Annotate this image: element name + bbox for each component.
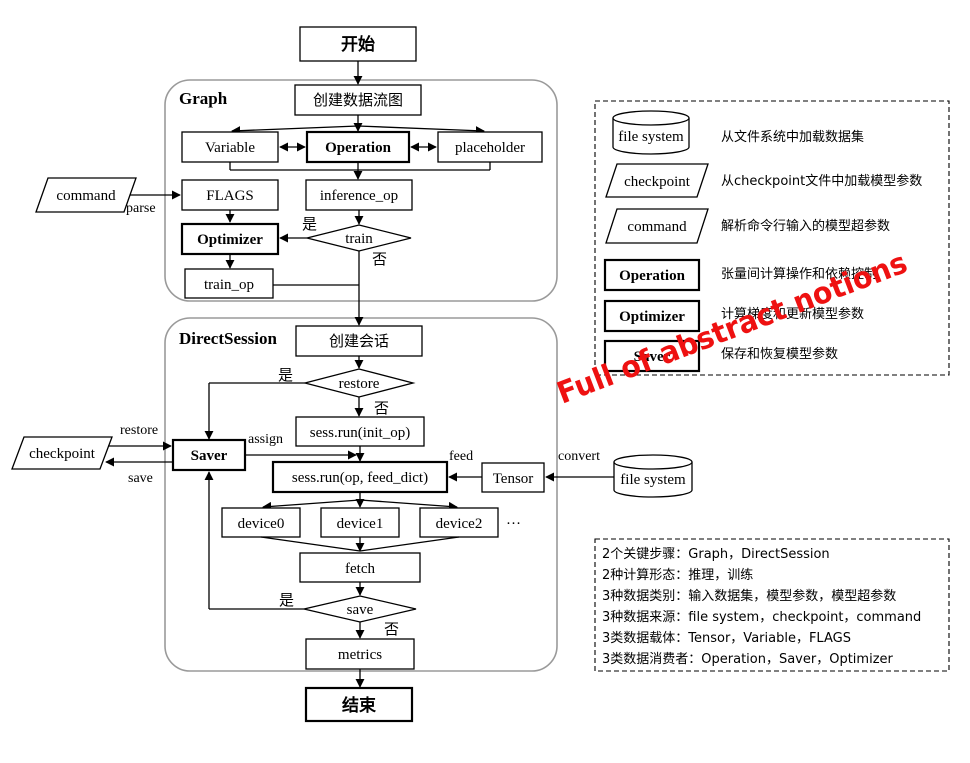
legend-checkpoint-shape-label: checkpoint: [624, 174, 691, 190]
command-input-label: command: [56, 188, 116, 204]
fetch-label: fetch: [345, 561, 375, 577]
parse-label: parse: [126, 201, 156, 216]
session-title: DirectSession: [179, 329, 277, 348]
device2-box: [419, 507, 499, 538]
optimizer-box: [180, 222, 280, 256]
legend-file-system-shape-label: file system: [618, 129, 684, 145]
create-graph-label: 创建数据流图: [313, 92, 403, 109]
tensor-label: Tensor: [493, 471, 534, 487]
run-op-box: [271, 460, 449, 494]
save-decision-label: save: [347, 602, 374, 618]
legend-command-icon: [605, 208, 709, 244]
fetch-box: [299, 552, 421, 583]
start-label: 开始: [341, 34, 375, 54]
legend-optimizer-icon: [603, 299, 701, 333]
restore-decision-label: restore: [339, 376, 380, 392]
placeholder-box: [437, 131, 543, 163]
flags-box: [181, 179, 279, 211]
metrics-label: metrics: [338, 647, 382, 663]
operation-label: Operation: [325, 140, 391, 156]
device-ellipsis: …: [506, 512, 521, 528]
inference-op-box: [305, 179, 413, 211]
train-decision-label: train: [345, 231, 373, 247]
legend-operation-icon: [603, 258, 701, 292]
summary-line-1: 2个关键步骤：Graph，DirectSession: [602, 547, 830, 562]
legend-checkpoint-desc: 从checkpoint文件中加载模型参数: [721, 173, 922, 189]
summary-line-3: 3种数据类别：输入数据集，模型参数，模型超参数: [602, 588, 896, 604]
legend-saver-desc: 保存和恢复模型参数: [721, 346, 838, 362]
legend-checkpoint-icon: [605, 163, 709, 198]
legend-saver-shape-label: Saver: [634, 349, 671, 365]
summary-line-2: 2种计算形态：推理，训练: [602, 568, 753, 583]
variable-label: Variable: [205, 140, 255, 156]
create-session-label: 创建会话: [329, 333, 389, 350]
device1-label: device1: [337, 516, 384, 532]
assign-label: assign: [248, 432, 283, 447]
command-input-shape: [35, 177, 137, 213]
legend-optimizer-shape-label: Optimizer: [619, 309, 685, 325]
graph-title: Graph: [179, 89, 228, 108]
train-op-box: [184, 268, 274, 299]
end-label: 结束: [342, 695, 376, 715]
restore-no-label: 否: [374, 401, 389, 417]
train-op-label: train_op: [204, 277, 254, 293]
checkpoint-source: [11, 436, 113, 470]
run-op-label: sess.run(op, feed_dict): [292, 470, 428, 486]
restore-edge-label: restore: [120, 423, 158, 438]
operation-box: [305, 130, 411, 164]
save-yes-label: 是: [279, 593, 294, 609]
flags-label: FLAGS: [206, 188, 254, 204]
file-system-source: [613, 454, 693, 498]
summary-panel: [594, 538, 950, 672]
legend-operation-desc: 张量间计算操作和依赖控制: [721, 266, 877, 282]
inference-op-label: inference_op: [320, 188, 398, 204]
legend-file-system-icon: [612, 110, 690, 155]
convert-label: convert: [558, 449, 600, 464]
legend-panel: [594, 100, 950, 376]
legend-command-shape-label: command: [627, 219, 687, 235]
placeholder-label: placeholder: [455, 140, 525, 156]
feed-label: feed: [449, 449, 473, 464]
train-yes-label: 是: [302, 217, 317, 233]
device0-label: device0: [238, 516, 285, 532]
save-no-label: 否: [384, 622, 399, 638]
saver-label: Saver: [191, 448, 228, 464]
summary-line-5: 3类数据载体：Tensor，Variable，FLAGS: [602, 631, 851, 646]
train-no-label: 否: [372, 252, 387, 268]
end-box: [304, 686, 414, 723]
legend-file-system-desc: 从文件系统中加载数据集: [721, 129, 864, 145]
create-graph-box: [294, 84, 422, 116]
legend-saver-icon: [603, 339, 701, 373]
restore-yes-label: 是: [278, 368, 293, 384]
summary-line-6: 3类数据消费者：Operation，Saver，Optimizer: [602, 652, 894, 667]
legend-command-desc: 解析命令行输入的模型超参数: [721, 218, 890, 234]
checkpoint-label: checkpoint: [29, 446, 96, 462]
legend-operation-shape-label: Operation: [619, 268, 685, 284]
legend-optimizer-desc: 计算梯度和更新模型参数: [721, 306, 864, 322]
init-op-label: sess.run(init_op): [310, 425, 410, 441]
variable-box: [181, 131, 279, 163]
tensor-box: [481, 462, 545, 493]
saver-box: [171, 438, 247, 472]
file-system-label: file system: [620, 472, 686, 488]
optimizer-label: Optimizer: [197, 232, 263, 248]
device2-label: device2: [436, 516, 483, 532]
save-edge-label: save: [128, 471, 153, 486]
summary-line-4: 3种数据来源：file system，checkpoint，command: [602, 610, 921, 625]
